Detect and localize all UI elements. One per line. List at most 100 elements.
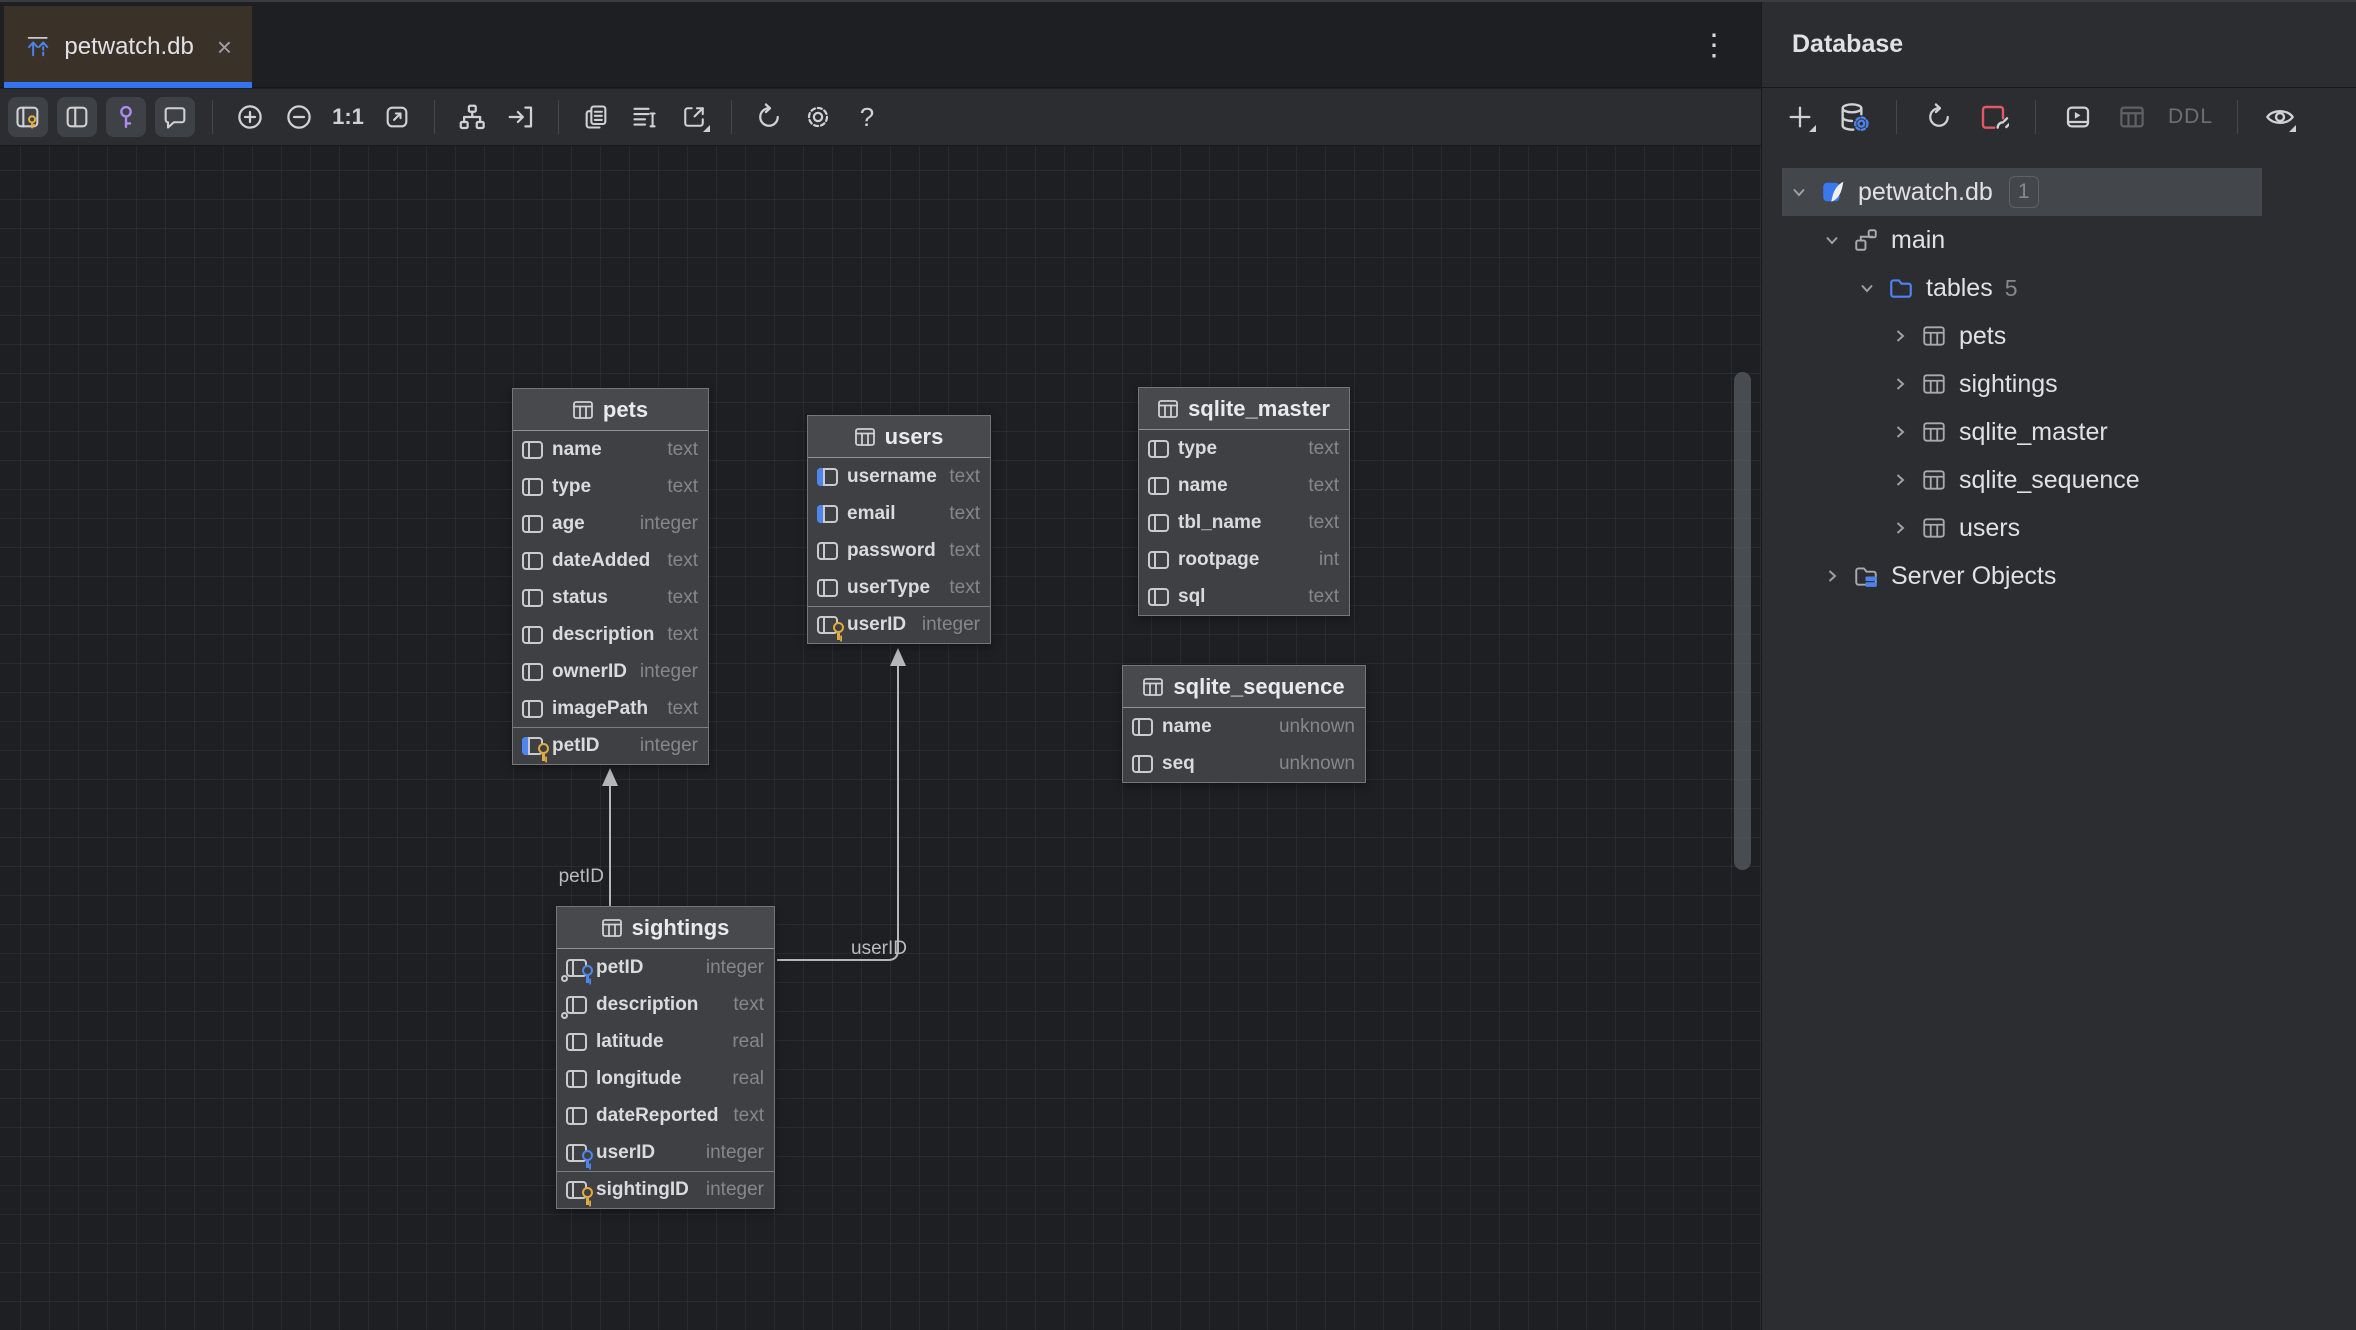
- data-source-properties-button[interactable]: [1834, 97, 1874, 137]
- open-table-button[interactable]: [2112, 97, 2152, 137]
- diagram-canvas[interactable]: [0, 146, 1761, 1330]
- tree-item-users[interactable]: users: [1762, 504, 2356, 552]
- entity-card-sqlite-master[interactable]: sqlite_master typetext nametext tbl_name…: [1138, 387, 1350, 616]
- entity-header[interactable]: pets: [513, 389, 708, 431]
- chevron-right-icon[interactable]: [1889, 325, 1911, 347]
- show-keys-toggle[interactable]: [106, 97, 146, 137]
- column-row[interactable]: tbl_nametext: [1139, 504, 1349, 541]
- edge-labels-button[interactable]: [625, 97, 665, 137]
- column-row[interactable]: typetext: [1139, 430, 1349, 467]
- new-item-button[interactable]: [1780, 97, 1820, 137]
- view-options-button[interactable]: [2260, 97, 2300, 137]
- column-row[interactable]: sequnknown: [1123, 745, 1365, 782]
- chevron-right-icon[interactable]: [1889, 373, 1911, 395]
- settings-button[interactable]: [798, 97, 838, 137]
- show-comments-toggle[interactable]: [155, 97, 195, 137]
- schema-icon: [1853, 227, 1879, 253]
- tree-item-sqlite-sequence[interactable]: sqlite_sequence: [1762, 456, 2356, 504]
- column-row[interactable]: descriptiontext: [557, 986, 774, 1023]
- column-row[interactable]: ownerIDinteger: [513, 653, 708, 690]
- column-row[interactable]: nametext: [1139, 467, 1349, 504]
- fit-content-button[interactable]: [377, 97, 417, 137]
- column-row[interactable]: typetext: [513, 468, 708, 505]
- chevron-down-icon[interactable]: [1788, 181, 1810, 203]
- entity-header[interactable]: sqlite_master: [1139, 388, 1349, 430]
- zoom-out-button[interactable]: [279, 97, 319, 137]
- canvas-scrollbar[interactable]: [1734, 372, 1751, 870]
- column-row[interactable]: rootpageint: [1139, 541, 1349, 578]
- column-row[interactable]: descriptiontext: [513, 616, 708, 653]
- primary-key-row[interactable]: userIDinteger: [808, 606, 990, 643]
- entity-header[interactable]: sqlite_sequence: [1123, 666, 1365, 708]
- chevron-down-icon[interactable]: [1856, 277, 1878, 299]
- disconnect-button[interactable]: [1973, 97, 2013, 137]
- snap-to-grid-button[interactable]: [501, 97, 541, 137]
- editor-tab-bar: petwatch.db × ⋮: [0, 2, 1761, 88]
- jump-to-console-button[interactable]: [2058, 97, 2098, 137]
- primary-key-row[interactable]: sightingIDinteger: [557, 1171, 774, 1208]
- column-row[interactable]: imagePathtext: [513, 690, 708, 727]
- column-row[interactable]: sqltext: [1139, 578, 1349, 615]
- column-row[interactable]: usernametext: [808, 458, 990, 495]
- entity-title: sightings: [632, 915, 730, 941]
- pane-key-icon: [14, 103, 42, 131]
- primary-key-row[interactable]: petIDinteger: [513, 727, 708, 764]
- tree-item-tables-folder[interactable]: tables 5: [1762, 264, 2356, 312]
- entity-card-users[interactable]: users usernametext emailtext passwordtex…: [807, 415, 991, 644]
- tab-petwatch-db[interactable]: petwatch.db ×: [4, 6, 252, 88]
- foreign-key-row[interactable]: petIDinteger: [557, 949, 774, 986]
- refresh-button[interactable]: [749, 97, 789, 137]
- indexed-column-icon: [566, 996, 587, 1014]
- column-row[interactable]: emailtext: [808, 495, 990, 532]
- table-icon-disabled: [2117, 102, 2147, 132]
- tree-item-server-objects[interactable]: Server Objects: [1762, 552, 2356, 600]
- entity-card-sqlite-sequence[interactable]: sqlite_sequence nameunknown sequnknown: [1122, 665, 1366, 783]
- tab-options-icon[interactable]: ⋮: [1699, 28, 1729, 63]
- export-diagram-button[interactable]: [674, 97, 714, 137]
- help-button[interactable]: ?: [847, 97, 887, 137]
- zoom-in-button[interactable]: [230, 97, 270, 137]
- panel-title: Database: [1762, 2, 2356, 88]
- table-grid-icon: [1921, 323, 1947, 349]
- column-row[interactable]: dateReportedtext: [557, 1097, 774, 1134]
- actual-size-button[interactable]: 1:1: [328, 97, 368, 137]
- show-key-columns-toggle[interactable]: [8, 97, 48, 137]
- column-row[interactable]: ageinteger: [513, 505, 708, 542]
- column-row[interactable]: statustext: [513, 579, 708, 616]
- entity-header[interactable]: users: [808, 416, 990, 458]
- refresh-button[interactable]: [1919, 97, 1959, 137]
- entity-card-pets[interactable]: pets nametext typetext ageinteger dateAd…: [512, 388, 709, 765]
- column-row[interactable]: longitudereal: [557, 1060, 774, 1097]
- column-icon: [817, 542, 838, 560]
- entity-header[interactable]: sightings: [557, 907, 774, 949]
- table-icon: [1158, 400, 1178, 418]
- tree-item-petwatch-db[interactable]: petwatch.db 1: [1782, 168, 2262, 216]
- chevron-right-icon[interactable]: [1821, 565, 1843, 587]
- column-row[interactable]: latitudereal: [557, 1023, 774, 1060]
- chevron-down-icon[interactable]: [1821, 229, 1843, 251]
- foreign-key-row[interactable]: userIDinteger: [557, 1134, 774, 1171]
- tree-item-sightings[interactable]: sightings: [1762, 360, 2356, 408]
- column-row[interactable]: dateAddedtext: [513, 542, 708, 579]
- column-row[interactable]: nameunknown: [1123, 708, 1365, 745]
- indexed-column-icon: [817, 505, 838, 523]
- toolbar-separator: [2237, 100, 2238, 134]
- show-columns-toggle[interactable]: [57, 97, 97, 137]
- apply-layout-button[interactable]: [452, 97, 492, 137]
- close-icon[interactable]: ×: [217, 34, 232, 60]
- column-row[interactable]: nametext: [513, 431, 708, 468]
- tree-item-sqlite-master[interactable]: sqlite_master: [1762, 408, 2356, 456]
- chevron-right-icon[interactable]: [1889, 517, 1911, 539]
- entity-card-sightings[interactable]: sightings petIDinteger descriptiontext l…: [556, 906, 775, 1209]
- chevron-right-icon[interactable]: [1889, 469, 1911, 491]
- foreign-key-icon: [566, 959, 587, 977]
- tree-item-pets[interactable]: pets: [1762, 312, 2356, 360]
- ddl-button[interactable]: DDL: [2166, 105, 2215, 129]
- tree-item-main[interactable]: main: [1762, 216, 2356, 264]
- chevron-right-icon[interactable]: [1889, 421, 1911, 443]
- copy-icon: [582, 103, 610, 131]
- copy-diagram-button[interactable]: [576, 97, 616, 137]
- column-row[interactable]: passwordtext: [808, 532, 990, 569]
- entity-title: sqlite_sequence: [1173, 674, 1344, 700]
- column-row[interactable]: userTypetext: [808, 569, 990, 606]
